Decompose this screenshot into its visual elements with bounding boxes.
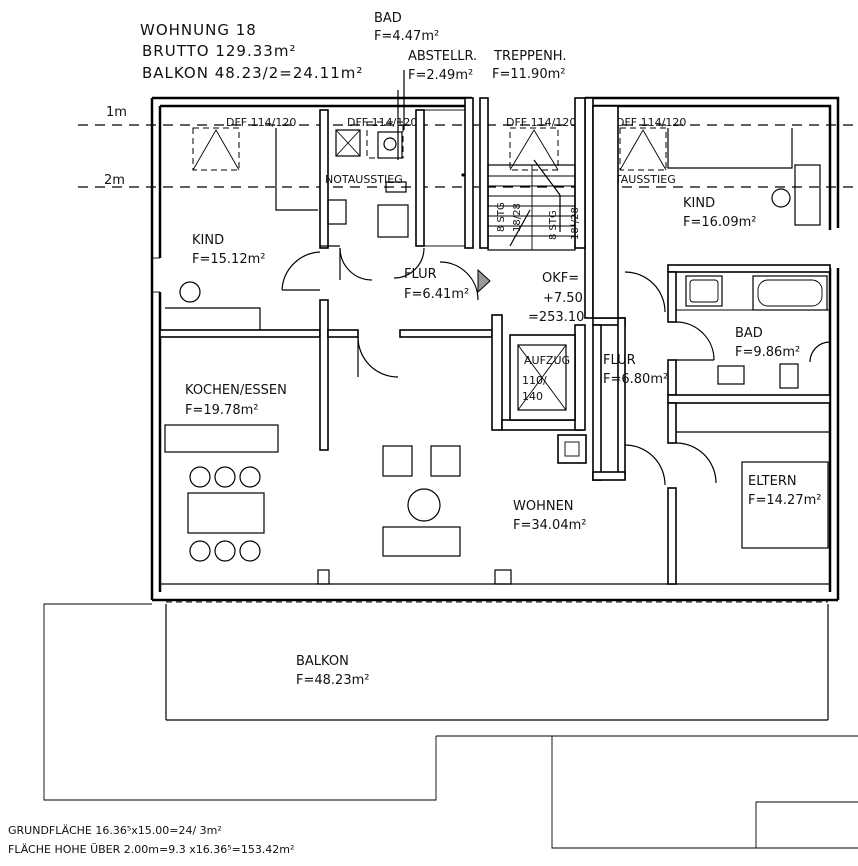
stairs-ratio-1: 18/28 [512, 203, 523, 232]
kochen-name: KOCHEN/ESSEN [185, 383, 287, 398]
flur-left-area: F=6.41m² [404, 287, 469, 302]
balcony-area: BALKON 48.23/2=24.11m² [142, 64, 363, 82]
treppenh-name: TREPPENH. [493, 49, 566, 64]
stairs-count-1: 8 STG [496, 202, 507, 232]
abstell-area: F=2.49m² [408, 68, 473, 83]
interior-walls [159, 97, 831, 585]
kind-right-furniture [592, 105, 821, 319]
skylight-label-3: DFF 114/120 [506, 116, 576, 129]
staircase [487, 159, 576, 251]
balcony [43, 601, 858, 849]
kind-left-area: F=15.12m² [192, 252, 265, 267]
flur-left-name: FLUR [404, 267, 437, 282]
kochen-area: F=19.78m² [185, 403, 258, 418]
level-label-2m: 2m [104, 173, 125, 188]
eltern-name: ELTERN [748, 474, 797, 489]
living-furniture [317, 445, 512, 585]
skylights [192, 121, 667, 171]
okf-value: +7.50 [543, 291, 583, 306]
wohnen-area: F=34.04m² [513, 518, 586, 533]
elevator-size-2: 140 [522, 390, 543, 403]
kind-right-area: F=16.09m² [683, 215, 756, 230]
gross-area: BRUTTO 129.33m² [142, 42, 296, 60]
footer-height-area: FLÄCHE HOHE ÜBER 2.00m=9.3 x16.36⁵=153.4… [8, 843, 294, 856]
elevator [517, 344, 587, 464]
elevator-size-1: 110/ [522, 374, 547, 387]
balkon-area: F=48.23m² [296, 673, 369, 688]
flur-right-name: FLUR [603, 353, 636, 368]
kind-left-name: KIND [192, 233, 224, 248]
okf-absolute: =253.10 [528, 310, 584, 325]
stairs-ratio-2: 18¹/28 [570, 207, 581, 240]
emergency-exit-label-1: NOTAUSSTIEG [325, 173, 403, 186]
flur-right-area: F=6.80m² [603, 372, 668, 387]
okf-label: OKF= [542, 271, 579, 286]
bathroom-right-fixtures [675, 275, 831, 389]
bad-top-name: BAD [374, 11, 402, 26]
eltern-furniture [624, 442, 829, 549]
footer-base-area: GRUNDFLÄCHE 16.36⁵x15.00=24/ 3m² [8, 824, 222, 837]
eltern-area: F=14.27m² [748, 493, 821, 508]
stairs-count-2: 8 STG [548, 210, 559, 240]
wohnen-name: WOHNEN [513, 499, 574, 514]
elevator-label: AUFZUG [524, 354, 570, 367]
bad-right-name: BAD [735, 326, 763, 341]
skylight-label-2: DFF 114/120 [347, 116, 417, 129]
bad-right-area: F=9.86m² [735, 345, 800, 360]
left-hall-doors [339, 247, 491, 378]
bad-top-area: F=4.47m² [374, 29, 439, 44]
balkon-name: BALKON [296, 654, 349, 669]
skylight-label-4: DFF 114/120 [616, 116, 686, 129]
treppenh-area: F=11.90m² [492, 67, 565, 82]
level-label-1m: 1m [106, 105, 127, 120]
skylight-label-1: DFF 114/120 [226, 116, 296, 129]
kind-right-name: KIND [683, 196, 715, 211]
bathroom-top-fixtures [327, 70, 409, 238]
apartment-title: WOHNUNG 18 [140, 21, 257, 39]
kind-left-furniture [165, 128, 321, 330]
storage-room [423, 109, 466, 247]
abstell-name: ABSTELLR. [408, 49, 477, 64]
kitchen-furniture [164, 424, 279, 562]
